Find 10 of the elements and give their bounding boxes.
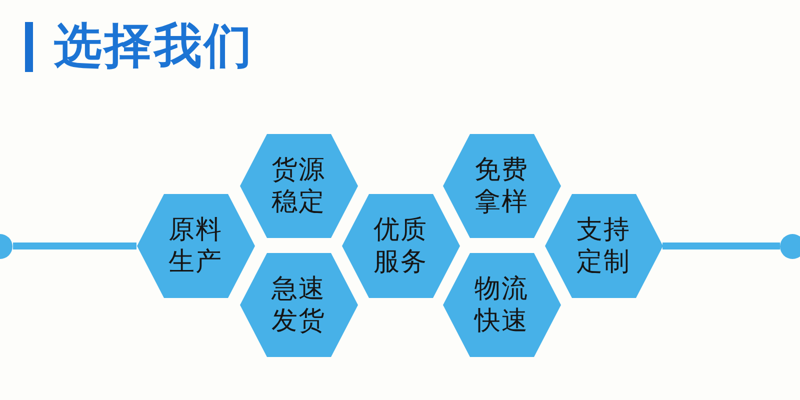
title: 选择我们	[54, 17, 254, 76]
hexagon: 急速发货	[240, 253, 358, 357]
hexagon: 优质服务	[342, 194, 460, 298]
hexagon: 货源稳定	[240, 134, 358, 238]
hexagon: 支持定制	[544, 194, 662, 298]
hexagon: 原料生产	[136, 194, 254, 298]
hexagon: 物流快速	[442, 253, 560, 357]
hexagon: 免费拿样	[442, 134, 560, 238]
connector-line	[13, 242, 136, 250]
connector-line	[662, 242, 780, 250]
